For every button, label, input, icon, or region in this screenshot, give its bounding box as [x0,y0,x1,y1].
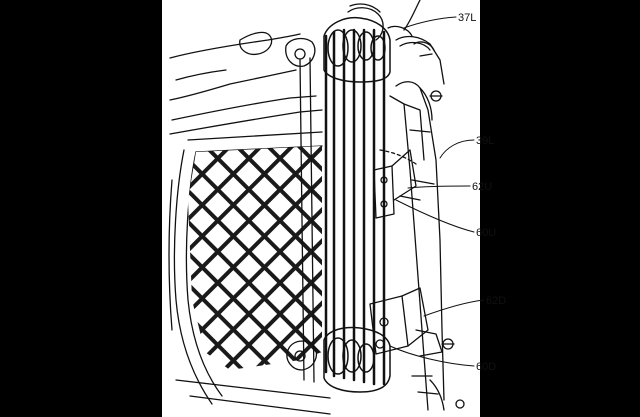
lower-bracket [369,287,455,357]
upper-fitting [347,7,431,51]
label-39L: 39L [476,135,494,147]
grille-mesh [188,146,322,370]
upper-body-panel [169,0,421,135]
label-37L: 37L [458,12,476,24]
label-62D: 62D [486,295,506,307]
leader-lines [389,16,485,367]
left-post [285,37,317,383]
label-60U: 60U [476,227,496,239]
oil-cooler [323,16,391,393]
reference-labels: 37L 39L 62U 60U 62D 60D [458,12,506,373]
side-plate [389,35,465,411]
upper-bracket [373,149,421,219]
label-60D: 60D [476,361,496,373]
label-62U: 62U [472,181,492,193]
